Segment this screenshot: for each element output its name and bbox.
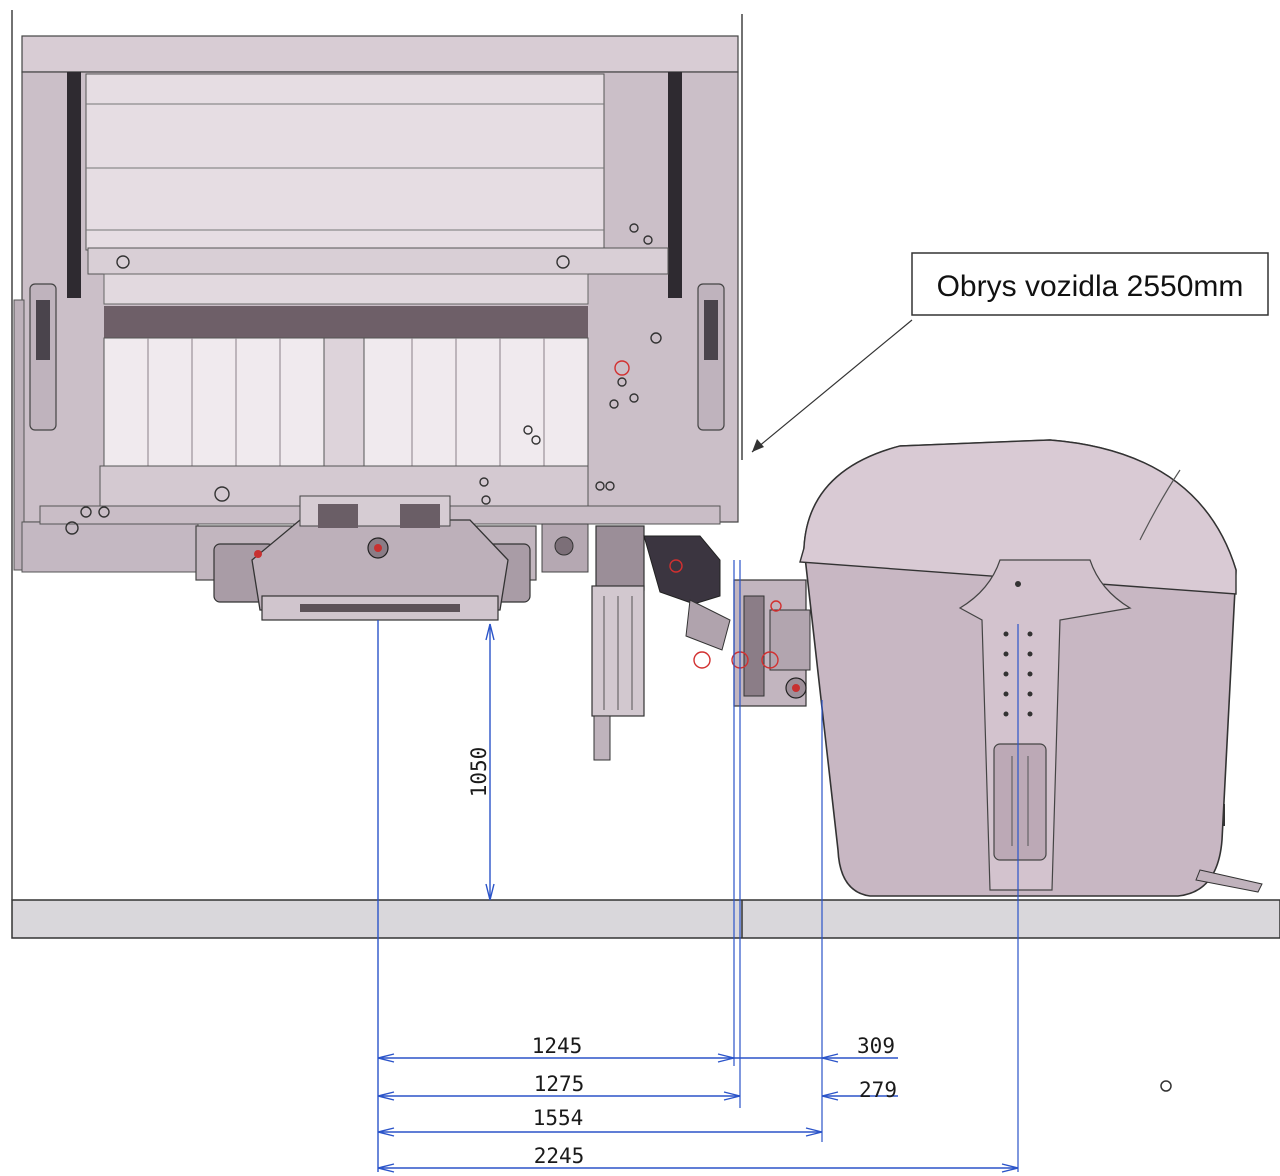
callout-label: Obrys vozidla 2550mm [937,270,1244,303]
truck-rear-body [11,10,743,900]
vehicle-outline-callout: Obrys vozidla 2550mm [751,252,1269,453]
horizontal-dimensions [377,1053,1019,1173]
dimension-1275: 1275 [534,1072,585,1096]
ground-plane [11,899,1280,939]
dimension-2245: 2245 [534,1144,585,1168]
extension-lines [733,560,1019,1172]
dimension-309: 309 [857,1034,895,1058]
reference-point-marker [1160,1080,1172,1092]
dimension-1554: 1554 [533,1106,584,1130]
dimension-279: 279 [859,1078,897,1102]
height-dimension-label: 1050 [467,747,491,798]
dimension-1245: 1245 [532,1034,583,1058]
gripper-arm [591,525,731,761]
lift-mechanism [195,495,589,621]
waste-bin [799,439,1263,897]
bin-hinge-bracket [693,579,811,707]
height-dimension [377,620,495,1172]
